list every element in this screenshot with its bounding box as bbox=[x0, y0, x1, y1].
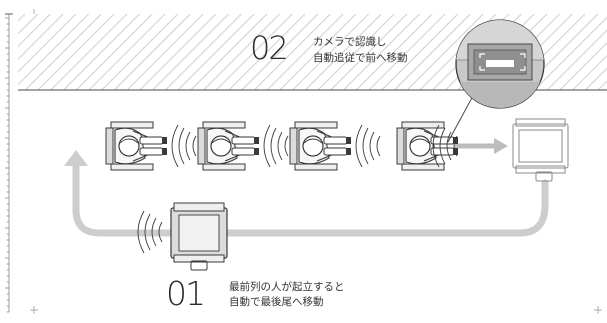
camera-zoom-circle bbox=[455, 19, 545, 109]
corner-marks bbox=[30, 9, 602, 314]
step-02-line2: 自動追従で前へ移動 bbox=[313, 52, 408, 64]
sensor-waves-3 bbox=[355, 124, 381, 168]
step-01-number: 01 bbox=[166, 274, 206, 313]
return-arrowhead bbox=[64, 150, 88, 166]
left-ruler bbox=[5, 13, 13, 313]
step-01-line1: 最前列の人が起立すると bbox=[229, 281, 345, 293]
step-02-number: 02 bbox=[250, 29, 289, 67]
person-chair-4 bbox=[396, 121, 459, 171]
person-chair-1 bbox=[105, 121, 168, 171]
zoom-leader-line bbox=[447, 93, 475, 143]
sensor-waves-1 bbox=[171, 124, 197, 168]
forward-arrowhead bbox=[494, 138, 508, 154]
step-02-line1: カメラで認識し bbox=[313, 36, 387, 48]
step-01-line2: 自動で最後尾へ移動 bbox=[229, 296, 324, 308]
empty-chair bbox=[512, 118, 569, 182]
person-chair-3 bbox=[289, 121, 352, 171]
person-chair-2 bbox=[197, 121, 260, 171]
sensor-waves-2 bbox=[263, 124, 289, 168]
return-path-arrow bbox=[72, 159, 549, 237]
moving-chair bbox=[170, 202, 228, 271]
